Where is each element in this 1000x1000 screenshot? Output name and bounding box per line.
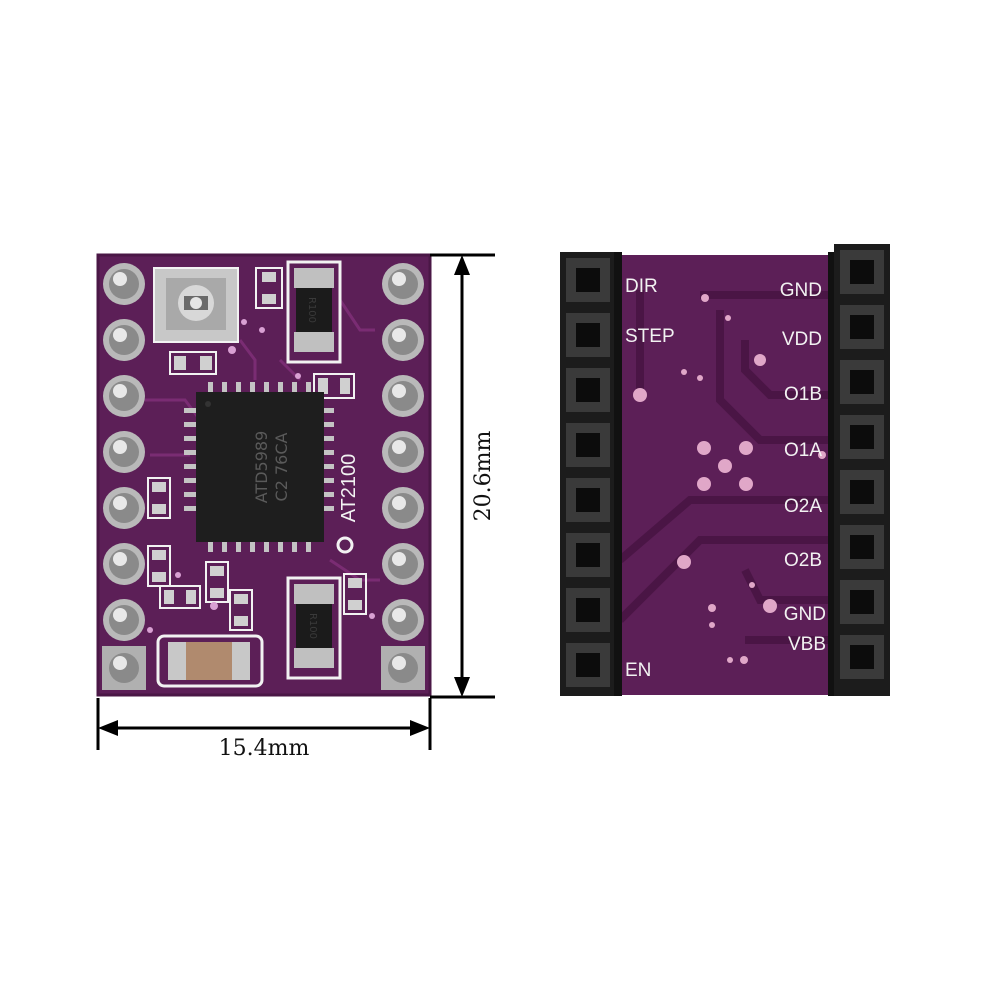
back-right-header: [828, 244, 890, 696]
sense-resistor-label: R100: [307, 613, 318, 639]
front-vias: [147, 319, 375, 633]
front-left-pins: [102, 263, 146, 690]
silk-marker-circle: [336, 536, 354, 554]
height-label: 20.6mm: [471, 431, 496, 522]
width-dimension: [96, 698, 432, 750]
pin-label-dir: DIR: [625, 276, 658, 297]
pin-label-gnd-bottom: GND: [784, 604, 826, 625]
width-label: 15.4mm: [219, 736, 310, 761]
front-right-pins: [381, 263, 425, 690]
height-dimension: [430, 253, 495, 699]
pin-label-o2a: O2A: [784, 496, 822, 517]
front-board: R100 R100 ATD5989 C2 76CA: [96, 253, 432, 697]
pin-label-vdd: VDD: [782, 329, 822, 350]
chip-marking-line2: C2 76CA: [272, 432, 291, 501]
capacitor: [156, 634, 264, 688]
pin-label-o1b: O1B: [784, 384, 822, 405]
back-board: DIR STEP EN GND VDD O1B O1A O2A O2B GND …: [560, 244, 890, 696]
back-left-header: [560, 252, 622, 696]
potentiometer: [153, 267, 239, 343]
board-label: AT2100: [338, 454, 360, 523]
driver-chip: ATD5989 C2 76CA: [184, 382, 334, 552]
pin-label-vbb: VBB: [788, 634, 826, 655]
back-vias: [633, 294, 826, 664]
sense-resistor-top: R100: [286, 260, 342, 364]
pin-label-step: STEP: [625, 326, 675, 347]
sense-resistor-label: R100: [306, 297, 317, 323]
pin-label-o1a: O1A: [784, 440, 822, 461]
pin-label-gnd-top: GND: [780, 280, 822, 301]
pin-label-en: EN: [625, 660, 651, 681]
chip-marking-line1: ATD5989: [252, 431, 271, 504]
sense-resistor-bottom: R100: [286, 576, 342, 680]
pin-label-o2b: O2B: [784, 550, 822, 571]
front-smd-parts: [147, 267, 367, 631]
